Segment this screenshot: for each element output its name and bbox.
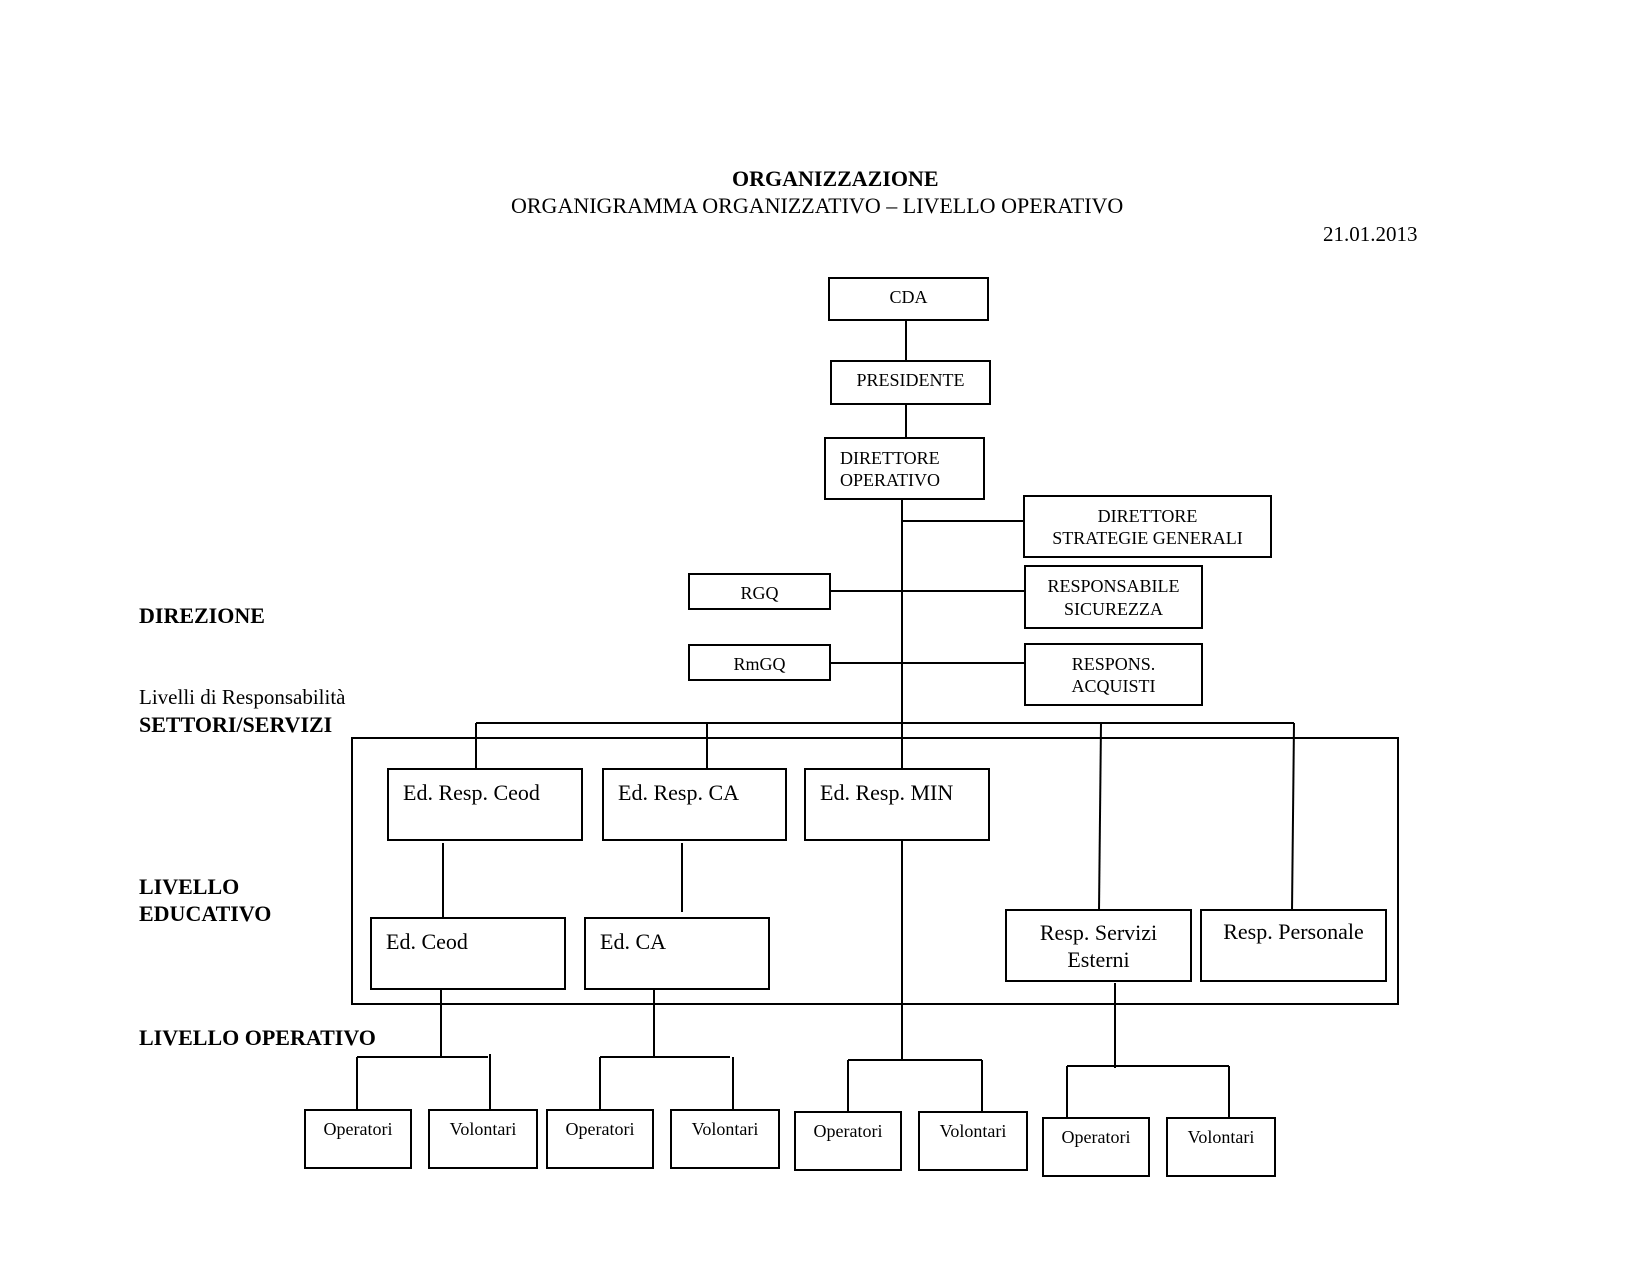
node-volontari: Volontari [1166, 1117, 1276, 1177]
node-ed-resp-ca-label: Ed. Resp. CA [618, 780, 739, 805]
node-rmgq: RmGQ [688, 644, 831, 681]
node-volontari-label: Volontari [1187, 1127, 1255, 1147]
node-cda: CDA [828, 277, 989, 321]
node-resp-personale: Resp. Personale [1200, 909, 1387, 982]
level-livelli-responsabilita: Livelli di Responsabilità [139, 685, 346, 709]
level-operativo: LIVELLO OPERATIVO [139, 1025, 376, 1050]
node-resp-acquisti-line1: RESPONS. [1071, 654, 1156, 674]
node-resp-personale-label: Resp. Personale [1223, 919, 1364, 944]
node-ed-resp-ca: Ed. Resp. CA [602, 768, 787, 841]
level-settori-servizi: SETTORI/SERVIZI [139, 712, 333, 737]
node-operatori-label: Operatori [813, 1121, 883, 1141]
node-operatori: Operatori [546, 1109, 654, 1169]
node-responsabile-sicurezza: RESPONSABILE SICUREZZA [1024, 565, 1203, 629]
node-rgq: RGQ [688, 573, 831, 610]
node-ed-ca-label: Ed. CA [600, 929, 666, 954]
page-date: 21.01.2013 [1323, 222, 1418, 246]
page-subtitle: ORGANIGRAMMA ORGANIZZATIVO – LIVELLO OPE… [511, 193, 1124, 218]
node-operatori: Operatori [794, 1111, 902, 1171]
node-ed-ca: Ed. CA [584, 917, 770, 990]
node-rgq-label: RGQ [740, 583, 779, 603]
level-direzione: DIREZIONE [139, 603, 265, 628]
level-educativo-line2: EDUCATIVO [139, 901, 272, 926]
node-cda-label: CDA [889, 287, 928, 307]
node-operatori-label: Operatori [565, 1119, 635, 1139]
node-direttore-strategie-generali: DIRETTORE STRATEGIE GENERALI [1023, 495, 1272, 558]
node-presidente: PRESIDENTE [830, 360, 991, 405]
settori-frame [351, 737, 1399, 1005]
node-resp-servizi-esterni-line2: Esterni [1067, 947, 1130, 972]
node-ed-resp-ceod-label: Ed. Resp. Ceod [403, 780, 540, 805]
node-presidente-label: PRESIDENTE [856, 370, 965, 390]
node-direttore-sg-line1: DIRETTORE [1097, 506, 1198, 526]
node-volontari-label: Volontari [691, 1119, 759, 1139]
node-direttore-sg-line2: STRATEGIE GENERALI [1052, 528, 1243, 548]
node-operatori: Operatori [304, 1109, 412, 1169]
node-volontari: Volontari [428, 1109, 538, 1169]
node-rmgq-label: RmGQ [733, 654, 786, 674]
page-title: ORGANIZZAZIONE [732, 166, 939, 191]
node-volontari: Volontari [918, 1111, 1028, 1171]
node-volontari: Volontari [670, 1109, 780, 1169]
node-ed-resp-min-label: Ed. Resp. MIN [820, 780, 954, 805]
level-educativo-line1: LIVELLO [139, 874, 240, 899]
node-ed-resp-ceod: Ed. Resp. Ceod [387, 768, 583, 841]
node-resp-sicurezza-line2: SICUREZZA [1064, 599, 1163, 619]
node-direttore-operativo: DIRETTORE OPERATIVO [824, 437, 985, 500]
node-ed-ceod: Ed. Ceod [370, 917, 566, 990]
node-operatori: Operatori [1042, 1117, 1150, 1177]
node-ed-ceod-label: Ed. Ceod [386, 929, 468, 954]
node-direttore-operativo-line1: DIRETTORE [840, 448, 940, 468]
node-resp-servizi-esterni: Resp. Servizi Esterni [1005, 909, 1192, 982]
node-operatori-label: Operatori [1061, 1127, 1131, 1147]
node-ed-resp-min: Ed. Resp. MIN [804, 768, 990, 841]
node-volontari-label: Volontari [939, 1121, 1007, 1141]
node-operatori-label: Operatori [323, 1119, 393, 1139]
node-resp-acquisti-line2: ACQUISTI [1071, 676, 1156, 696]
node-respons-acquisti: RESPONS. ACQUISTI [1024, 643, 1203, 706]
node-direttore-operativo-line2: OPERATIVO [840, 470, 941, 490]
node-resp-sicurezza-line1: RESPONSABILE [1047, 576, 1180, 596]
node-resp-servizi-esterni-line1: Resp. Servizi [1039, 920, 1158, 945]
node-volontari-label: Volontari [449, 1119, 517, 1139]
